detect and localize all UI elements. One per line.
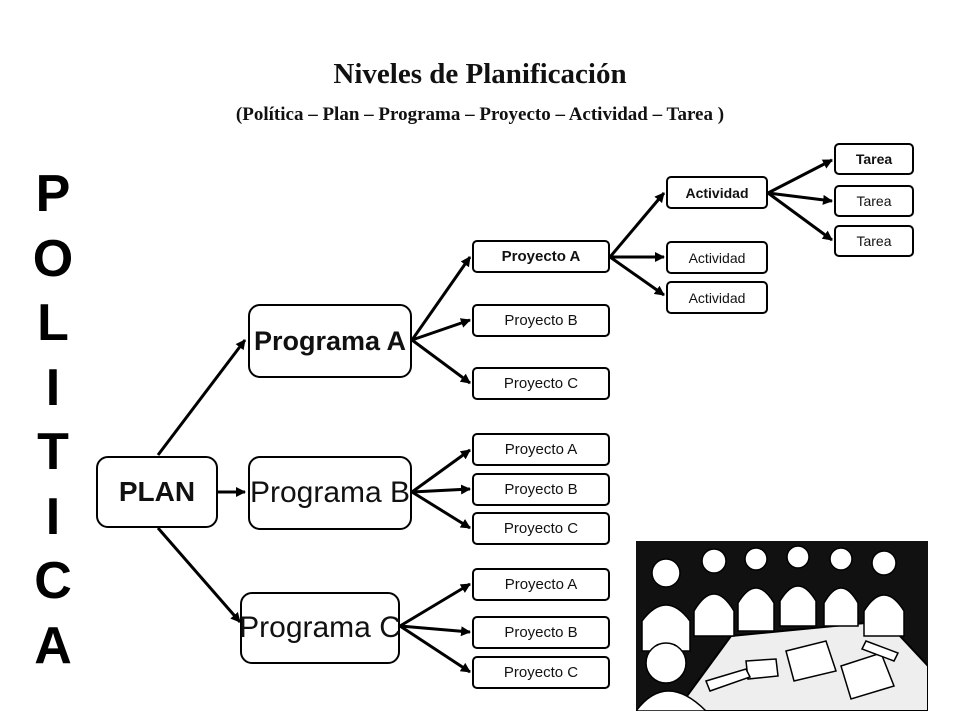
tarea-box: Tarea — [834, 143, 914, 175]
actividad-box: Actividad — [666, 176, 768, 209]
arrow-pb-proyecto-a — [411, 448, 471, 494]
arrow-plan-programa-a — [156, 339, 247, 456]
tarea-box: Tarea — [834, 225, 914, 257]
politica-letter: O — [32, 229, 74, 288]
arrow-pc-proyecto-a — [399, 582, 471, 628]
proyecto-box: Proyecto A — [472, 240, 610, 273]
politica-letter: C — [34, 552, 72, 610]
programa-b-box: Programa B — [248, 456, 412, 530]
arrow-actividad-tarea-1 — [767, 158, 833, 195]
arrow-pc-proyecto-b — [399, 624, 471, 637]
proyecto-box: Proyecto C — [472, 512, 610, 545]
politica-letter: I — [45, 358, 61, 417]
diagram-subtitle: (Política – Plan – Programa – Proyecto –… — [235, 104, 725, 125]
arrow-pa-proyecto-b — [411, 318, 471, 342]
proyecto-box: Proyecto B — [472, 473, 610, 506]
tarea-box: Tarea — [834, 185, 914, 217]
diagram-title: Niveles de Planificación — [333, 58, 627, 90]
politica-letter: L — [37, 294, 69, 352]
programa-c-box: Programa C — [239, 592, 401, 664]
arrow-pa-proyecto-c — [411, 338, 471, 385]
proyecto-box: Proyecto B — [472, 616, 610, 649]
arrow-proyecto-actividad-1 — [608, 192, 666, 258]
arrow-pc-proyecto-c — [399, 624, 471, 674]
meeting-people-icon — [636, 541, 928, 711]
arrow-pb-proyecto-b — [411, 484, 471, 495]
politica-vertical-label: P O L I T I C A — [28, 162, 78, 678]
actividad-box: Actividad — [666, 241, 768, 274]
politica-letter: P — [35, 165, 71, 223]
politica-letter: I — [45, 487, 61, 546]
plan-box: PLAN — [96, 456, 218, 528]
proyecto-box: Proyecto B — [472, 304, 610, 337]
arrow-proyecto-actividad-3 — [609, 255, 665, 297]
programa-a-box: Programa A — [248, 304, 412, 378]
proyecto-box: Proyecto A — [472, 433, 610, 466]
proyecto-box: Proyecto C — [472, 367, 610, 400]
arrow-actividad-tarea-2 — [767, 191, 833, 205]
proyecto-box: Proyecto C — [472, 656, 610, 689]
arrow-pa-proyecto-a — [410, 256, 472, 341]
politica-letter: A — [34, 616, 72, 675]
politica-letter: T — [37, 423, 69, 481]
arrow-plan-programa-c — [156, 527, 242, 623]
actividad-box: Actividad — [666, 281, 768, 314]
arrow-actividad-tarea-3 — [767, 191, 833, 242]
proyecto-box: Proyecto A — [472, 568, 610, 601]
arrow-pb-proyecto-c — [411, 490, 471, 530]
